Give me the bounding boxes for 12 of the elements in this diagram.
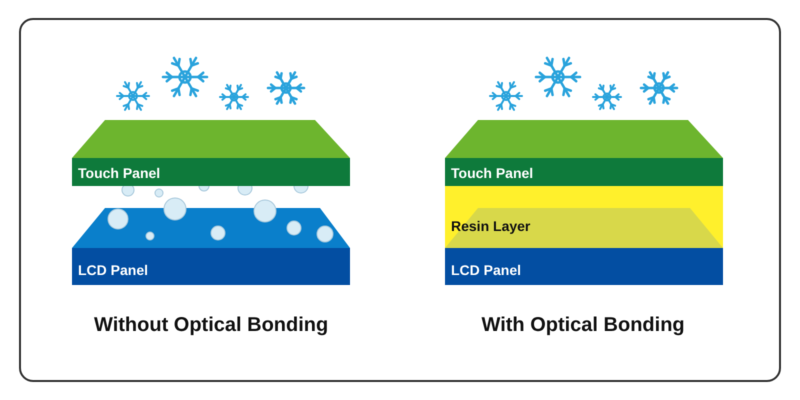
layer-label: Touch Panel <box>78 165 160 181</box>
layer-label: LCD Panel <box>451 262 522 278</box>
lcd-panel-layer <box>445 248 723 285</box>
layer-label: Resin Layer <box>451 218 530 234</box>
resin-layer <box>445 186 723 248</box>
touch-panel-layer <box>445 158 723 186</box>
caption: With Optical Bonding <box>482 314 685 337</box>
touch-panel-layer <box>72 158 350 186</box>
layer-label: LCD Panel <box>78 262 148 278</box>
layer-label: Touch Panel <box>451 165 534 181</box>
caption: Without Optical Bonding <box>94 314 328 337</box>
lcd-panel-layer <box>72 248 350 285</box>
